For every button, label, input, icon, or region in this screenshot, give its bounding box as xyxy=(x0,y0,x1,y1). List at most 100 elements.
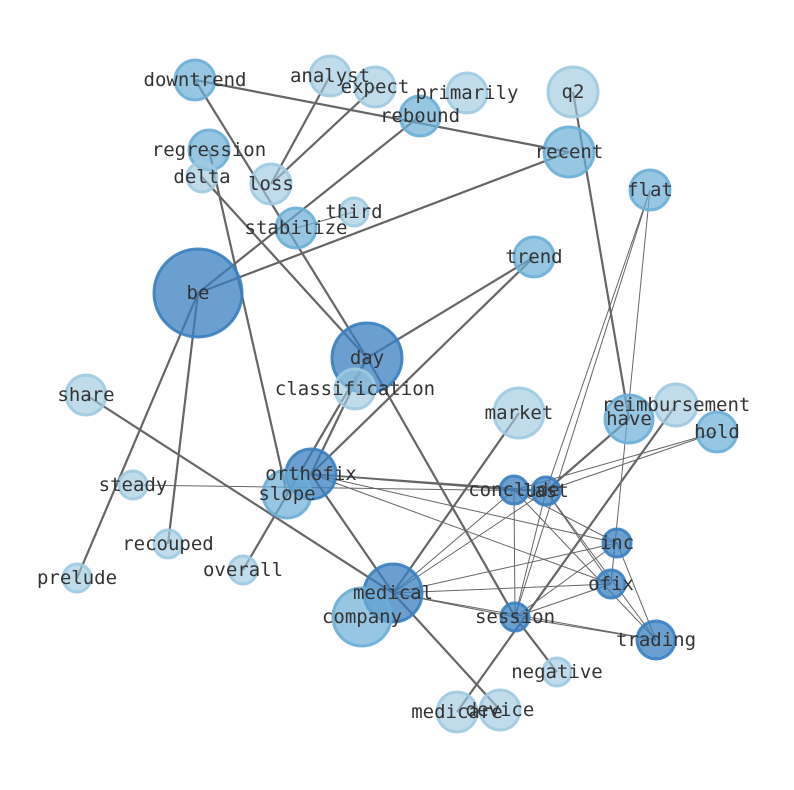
node-label-downtrend: downtrend xyxy=(144,69,247,91)
node-analyst xyxy=(308,54,352,98)
node-q2 xyxy=(546,65,600,119)
edge-expect-loss xyxy=(270,86,376,185)
node-last xyxy=(530,475,562,507)
node-third xyxy=(338,196,370,228)
node-label-classification: classification xyxy=(275,378,435,400)
node-label-prelude: prelude xyxy=(37,567,117,589)
node-steady xyxy=(117,469,149,501)
edge-ofix-medical xyxy=(392,583,612,594)
edge-conclude-trading xyxy=(513,489,657,641)
node-label-third: third xyxy=(325,201,382,223)
edge-be-prelude xyxy=(75,292,200,579)
node-label-market: market xyxy=(485,402,554,424)
node-label-regression: regression xyxy=(152,139,266,161)
node-label-recent: recent xyxy=(535,141,604,163)
node-medicare xyxy=(435,690,479,734)
node-label-day: day xyxy=(350,347,384,369)
node-hold xyxy=(695,410,739,454)
node-negative xyxy=(541,656,573,688)
node-recent xyxy=(542,125,596,179)
node-layer xyxy=(61,54,739,734)
node-label-analyst: analyst xyxy=(290,65,370,87)
node-label-have: have xyxy=(606,408,652,430)
node-label-slope: slope xyxy=(258,483,315,505)
edge-steady-last xyxy=(132,484,547,492)
edge-inc-session xyxy=(514,542,618,618)
edge-recent-be xyxy=(197,150,570,295)
node-label-reimbursement: reimbursement xyxy=(602,394,751,416)
node-label-hold: hold xyxy=(694,421,740,443)
edge-downtrend-recent xyxy=(194,78,570,154)
node-primarily xyxy=(445,71,489,115)
node-expect xyxy=(353,65,397,109)
node-label-device: device xyxy=(466,699,535,721)
edge-conclude-inc xyxy=(513,489,618,544)
node-share xyxy=(64,373,108,417)
edge-regression-slope xyxy=(207,149,289,495)
edge-last-trading xyxy=(545,490,657,641)
edge-share-medical xyxy=(85,394,394,594)
node-stabilize xyxy=(274,206,318,250)
node-label-negative: negative xyxy=(511,661,603,683)
node-trading xyxy=(635,619,677,661)
node-label-primarily: primarily xyxy=(416,82,519,104)
node-label-conclude: conclude xyxy=(468,479,560,501)
edge-market-medical xyxy=(392,412,520,594)
node-label-steady: steady xyxy=(99,474,168,496)
node-label-share: share xyxy=(57,384,114,406)
edge-last-ofix xyxy=(545,490,612,585)
node-label-loss: loss xyxy=(248,173,294,195)
node-label-company: company xyxy=(322,606,402,628)
node-rebound xyxy=(398,94,442,138)
node-slope xyxy=(261,468,313,520)
node-label-medicare: medicare xyxy=(411,701,503,723)
node-label-q2: q2 xyxy=(562,81,585,103)
node-flat xyxy=(628,168,672,212)
node-label-recouped: recouped xyxy=(122,533,214,555)
edge-last-medical xyxy=(392,490,547,594)
edge-inc-medical xyxy=(392,542,618,594)
edge-flat-last xyxy=(545,189,651,492)
node-delta xyxy=(185,160,219,194)
node-reimbursement xyxy=(653,382,699,428)
node-trend xyxy=(512,235,556,279)
edge-reimbursement-medicare xyxy=(456,404,677,713)
node-loss xyxy=(249,162,293,206)
node-label-last: last xyxy=(523,480,569,502)
node-market xyxy=(492,386,546,440)
node-label-trend: trend xyxy=(505,246,562,268)
node-device xyxy=(478,688,522,732)
edge-session-trading xyxy=(514,616,657,641)
node-label-ofix: ofix xyxy=(588,573,634,595)
node-classification xyxy=(333,367,377,411)
node-ofix xyxy=(595,568,627,600)
edge-conclude-session xyxy=(513,489,516,618)
node-label-orthofix: orthofix xyxy=(265,463,357,485)
node-label-be: be xyxy=(187,282,210,304)
edge-flat-session xyxy=(514,189,651,618)
edge-ofix-session xyxy=(514,583,612,618)
node-label-delta: delta xyxy=(173,166,230,188)
node-label-overall: overall xyxy=(203,559,283,581)
node-recouped xyxy=(152,528,184,560)
node-have xyxy=(603,393,655,445)
edge-delta-day xyxy=(201,176,368,359)
edge-orthofix-ofix xyxy=(310,473,612,585)
node-session xyxy=(499,601,531,633)
edge-trend-orthofix xyxy=(310,256,535,475)
edge-orthofix-inc xyxy=(310,473,618,544)
node-label-session: session xyxy=(475,606,555,628)
node-company xyxy=(331,586,393,648)
node-label-rebound: rebound xyxy=(380,105,460,127)
label-layer: bedaymedicalorthofixtradingflatstabilize… xyxy=(37,65,750,723)
node-label-medical: medical xyxy=(353,582,433,604)
node-label-flat: flat xyxy=(627,179,673,201)
node-inc xyxy=(601,527,633,559)
node-label-trading: trading xyxy=(616,629,696,651)
edge-last-session xyxy=(514,490,547,618)
node-conclude xyxy=(498,474,530,506)
edge-day-session xyxy=(366,357,516,618)
edge-hold-last xyxy=(545,431,718,492)
node-overall xyxy=(227,554,259,586)
